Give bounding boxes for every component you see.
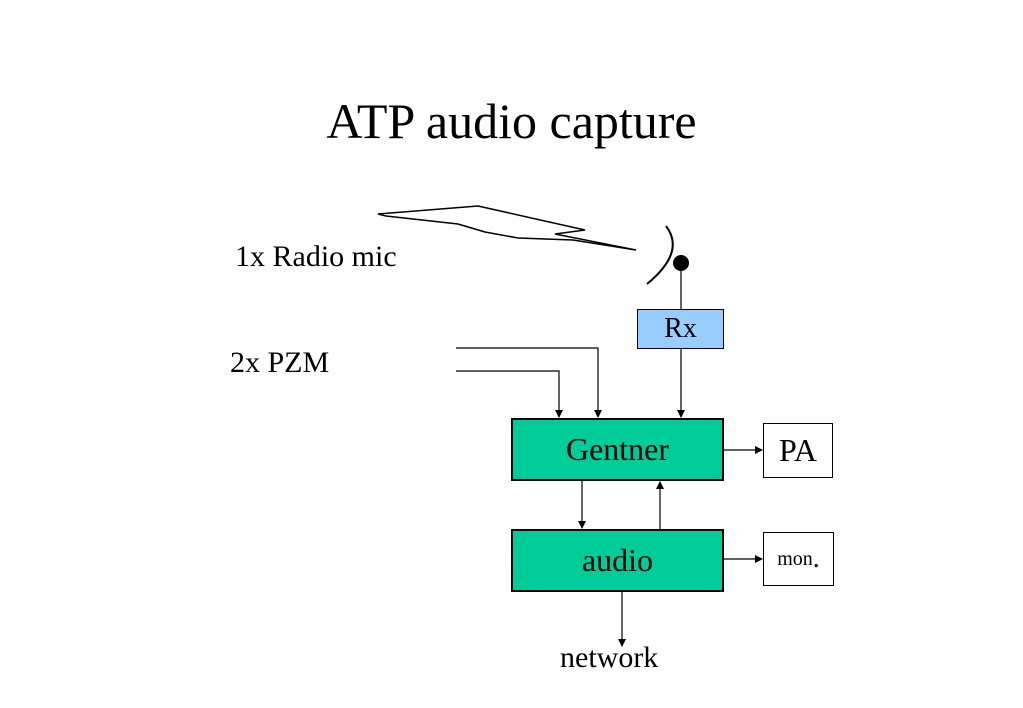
mon-label: mon	[777, 547, 813, 570]
gentner-box: Gentner	[511, 418, 724, 481]
rx-box: Rx	[637, 309, 724, 349]
radio-mic-label: 1x Radio mic	[235, 240, 397, 273]
mon-dot: .	[812, 543, 820, 574]
page-title: ATP audio capture	[326, 93, 697, 149]
pzm-1-arrow	[456, 347, 602, 418]
audio-label: audio	[581, 542, 654, 578]
pzm-2-arrow	[456, 370, 563, 418]
radio-signal-bolt	[377, 205, 637, 251]
mon-box: mon.	[763, 532, 834, 586]
pzm-label: 2x PZM	[230, 346, 330, 379]
pa-label: PA	[779, 432, 817, 468]
rx-label: Rx	[664, 313, 697, 344]
network-label: network	[560, 641, 659, 674]
gentner-label: Gentner	[565, 431, 670, 467]
audio-box: audio	[511, 529, 724, 592]
antenna-dish-icon	[646, 225, 674, 285]
pa-box: PA	[763, 423, 833, 478]
